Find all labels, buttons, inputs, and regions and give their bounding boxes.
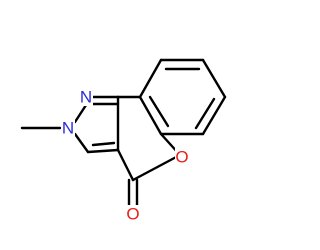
- atom-n1: N: [79, 88, 93, 107]
- bond-c3-c3a-double: [91, 141, 116, 147]
- pyranone-ring: [116, 95, 182, 210]
- bond-benzene-4: [201, 95, 227, 136]
- atom-n2: N: [61, 119, 75, 138]
- bond-benzene-inner-3: [148, 95, 170, 128]
- bond-benzene-3: [201, 58, 227, 99]
- bond-benzene-inner-2: [194, 97, 216, 130]
- bond-c4-c3a: [116, 148, 135, 182]
- atom-o-carbonyl-label: O: [126, 205, 139, 224]
- atom-o-ring-label: O: [175, 148, 188, 167]
- bond-c3-c3a: [86, 148, 120, 154]
- atom-n1-label: N: [80, 88, 92, 107]
- bond-benzene-1: [138, 58, 163, 99]
- bond-n2-c3: [73, 132, 90, 154]
- benzene-ring: [138, 58, 227, 136]
- atom-o-ring: O: [175, 148, 189, 167]
- atom-o-carbonyl: O: [126, 205, 140, 224]
- atom-n2-label: N: [62, 119, 74, 138]
- bond-o5-c4: [131, 153, 182, 182]
- bond-benzene-6: [138, 95, 163, 136]
- molecule-structure: N N O O: [20, 58, 227, 224]
- pyrazole-ring: [20, 95, 120, 154]
